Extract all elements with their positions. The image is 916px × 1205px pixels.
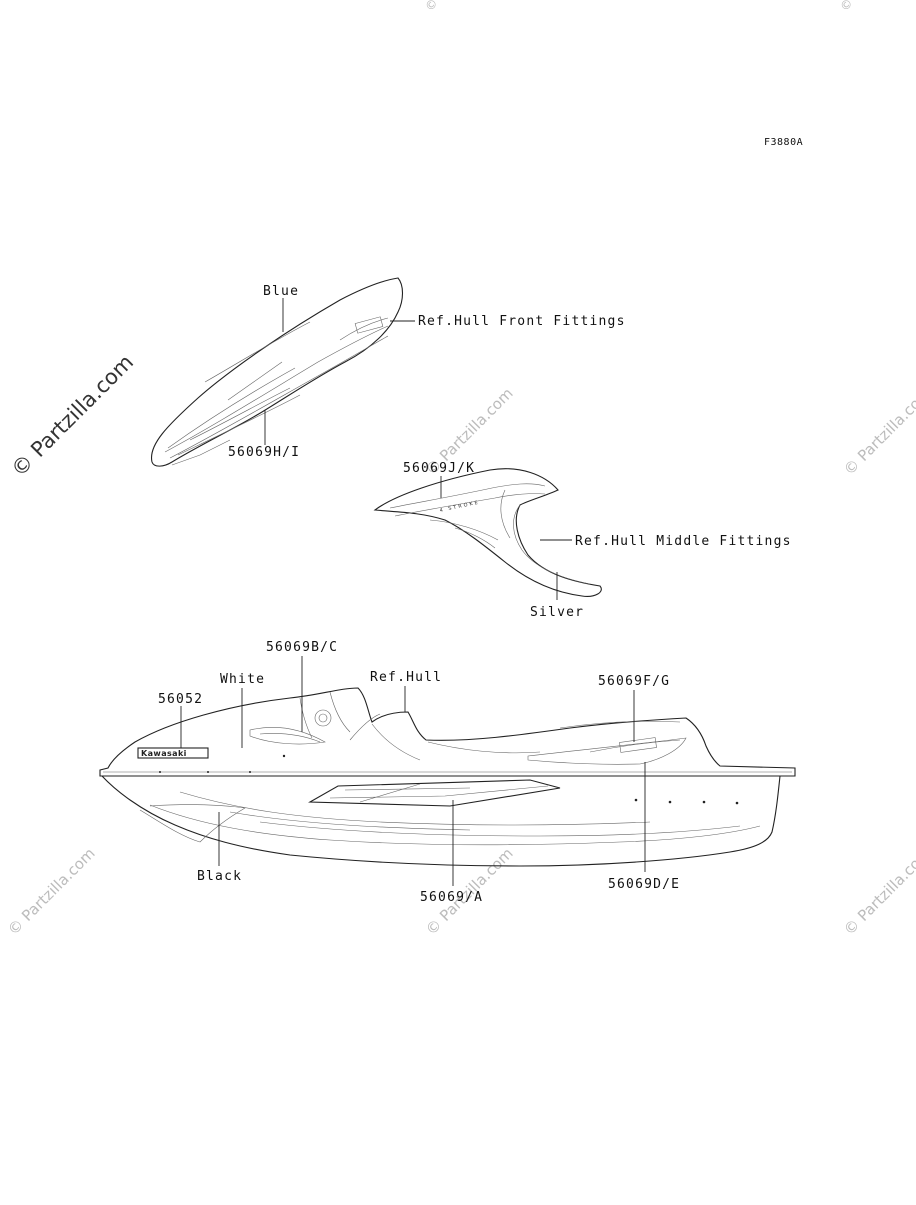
label-part-56069d-e: 56069D/E — [608, 877, 680, 892]
callout-labels: Blue Ref.Hull Front Fittings 56069H/I 56… — [158, 284, 792, 905]
watermark-bottom-left: © Partzilla.com — [4, 844, 99, 939]
label-ref-hull: Ref.Hull — [370, 670, 442, 685]
label-silver: Silver — [530, 605, 584, 620]
label-white: White — [220, 672, 265, 687]
label-part-56052: 56052 — [158, 692, 203, 707]
label-part-56069j-k: 56069J/K — [403, 461, 475, 476]
middle-decal-drawing: 4 STROKE — [373, 468, 602, 597]
label-part-56069-a: 56069/A — [420, 890, 483, 905]
figure-code: F3880A — [764, 137, 803, 148]
watermark-top-right: © Partzilla.com — [837, 0, 912, 14]
label-black: Black — [197, 869, 242, 884]
middle-decal-text: 4 STROKE — [439, 500, 480, 514]
label-blue: Blue — [263, 284, 299, 299]
label-ref-hull-front-fittings: Ref.Hull Front Fittings — [418, 314, 626, 329]
hull-brand-text: Kawasaki — [141, 749, 187, 758]
watermark-mid-right: © Partzilla.com — [840, 384, 916, 479]
watermark-top-center: © Partzilla.com — [422, 0, 497, 14]
label-part-56069h-i: 56069H/I — [228, 445, 300, 460]
watermark-bottom-right: © Partzilla.com — [840, 844, 916, 939]
front-decal-drawing — [150, 277, 404, 467]
watermark-left-large: © Partzilla.com — [7, 350, 139, 482]
label-part-56069f-g: 56069F/G — [598, 674, 670, 689]
leader-lines — [180, 298, 646, 886]
hull-drawing: Kawasaki — [99, 687, 796, 867]
label-part-56069b-c: 56069B/C — [266, 640, 338, 655]
label-ref-hull-middle-fittings: Ref.Hull Middle Fittings — [575, 534, 792, 549]
